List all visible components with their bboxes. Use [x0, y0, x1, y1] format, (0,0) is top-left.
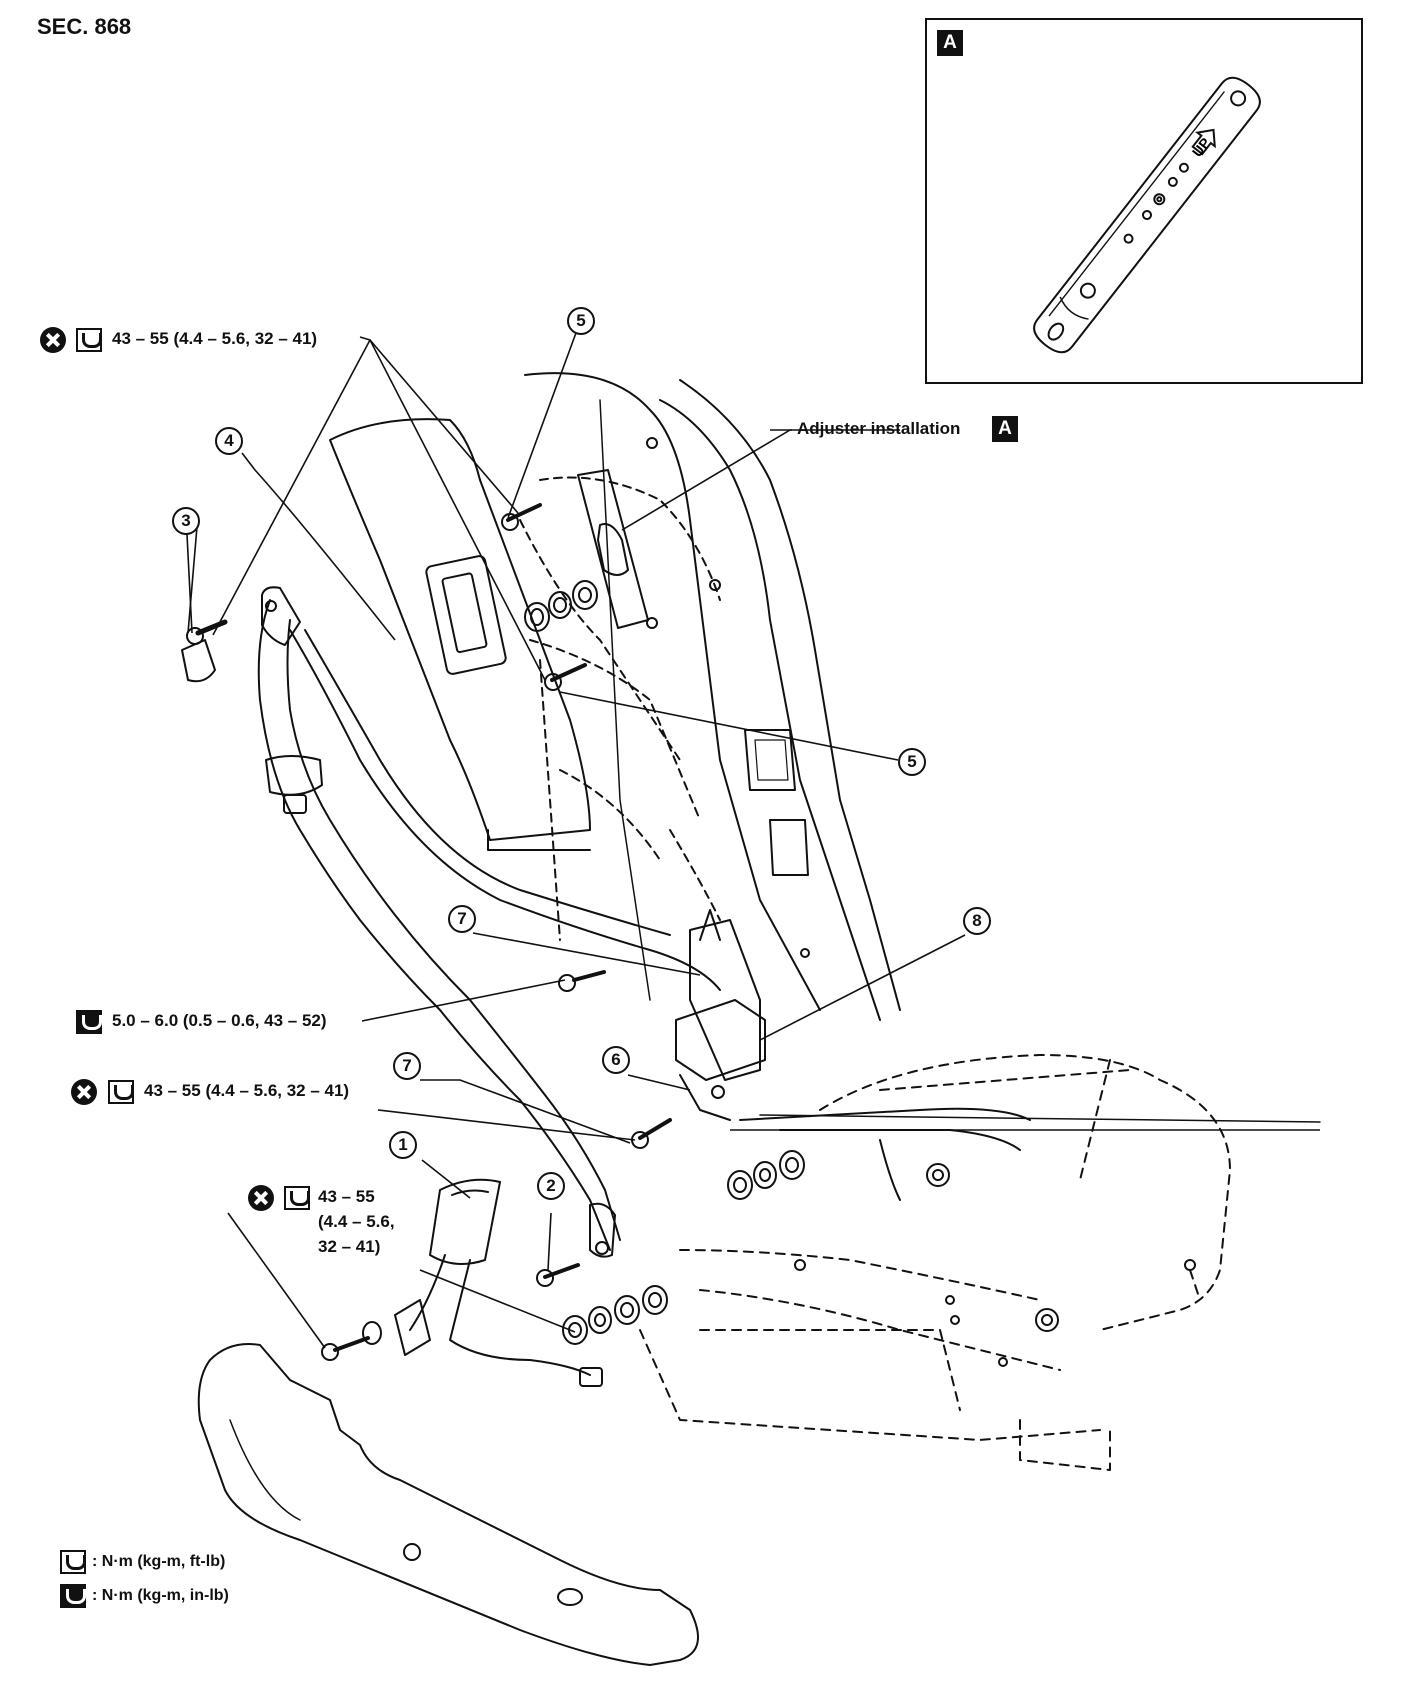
adjuster-plate-drawing: UP	[1033, 76, 1261, 354]
do-not-reuse-icon	[248, 1185, 274, 1211]
callout-3: 3	[172, 507, 200, 535]
callout-2: 2	[537, 1172, 565, 1200]
legend-wrench-icon	[60, 1550, 86, 1574]
torque-spec-top: 43 – 55 (4.4 – 5.6, 32 – 41)	[112, 329, 318, 348]
torque-spec-buckle-line2: (4.4 – 5.6,	[318, 1212, 395, 1231]
section-number: SEC. 868	[37, 14, 132, 39]
callout-8: 8	[963, 907, 991, 935]
callout-7-upper: 7	[448, 905, 476, 933]
do-not-reuse-icon	[40, 327, 66, 353]
inset-a-tag: A	[937, 30, 963, 56]
wrench-filled-icon	[76, 1010, 102, 1034]
callout-7-lower: 7	[393, 1052, 421, 1080]
torque-spec-mid: 43 – 55 (4.4 – 5.6, 32 – 41)	[144, 1081, 350, 1100]
inset-a-box: A UP	[925, 18, 1363, 384]
legend-wrench-filled-icon	[60, 1584, 86, 1608]
torque-spec-buckle-line1: 43 – 55	[318, 1187, 375, 1206]
wrench-icon	[76, 328, 102, 352]
wrench-icon	[284, 1186, 310, 1210]
torque-spec-small: 5.0 – 6.0 (0.5 – 0.6, 43 – 52)	[112, 1011, 327, 1030]
callout-4: 4	[215, 427, 243, 455]
torque-spec-buckle-line3: 32 – 41)	[318, 1237, 381, 1256]
callout-5-upper: 5	[567, 307, 595, 335]
callout-5-lower: 5	[898, 748, 926, 776]
callout-6: 6	[602, 1046, 630, 1074]
legend-ft-lb: : N·m (kg-m, ft-lb)	[92, 1553, 226, 1570]
adjuster-installation-label: Adjuster installation	[797, 419, 961, 438]
do-not-reuse-icon	[71, 1079, 97, 1105]
adjuster-tag: A	[992, 416, 1018, 442]
callout-1: 1	[389, 1131, 417, 1159]
legend-in-lb: : N·m (kg-m, in-lb)	[92, 1587, 229, 1604]
wrench-icon	[108, 1080, 134, 1104]
